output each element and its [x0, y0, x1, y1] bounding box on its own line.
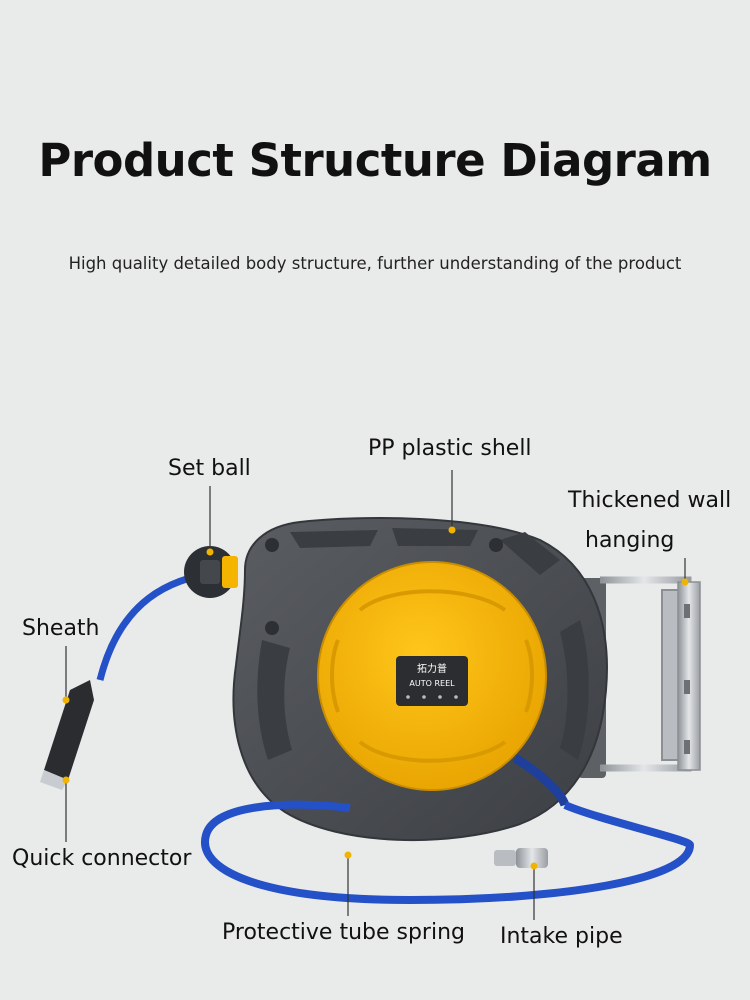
- label-thickened-wall: Thickened wall: [568, 488, 731, 513]
- label-protective-tube-spring: Protective tube spring: [222, 920, 465, 945]
- reel-brand-text: 拓力普: [417, 662, 447, 675]
- label-set-ball: Set ball: [168, 456, 251, 481]
- label-intake-pipe: Intake pipe: [500, 924, 623, 949]
- label-pp-plastic-shell: PP plastic shell: [368, 436, 532, 461]
- label-quick-connector: Quick connector: [12, 846, 191, 871]
- intake-pipe: [494, 848, 548, 868]
- label-hanging: hanging: [585, 528, 674, 553]
- quick-connector: [40, 680, 94, 790]
- label-sheath: Sheath: [22, 616, 100, 641]
- reel-badge-text: AUTO REEL: [409, 679, 455, 688]
- reel-cover: 拓力普 AUTO REEL: [318, 562, 546, 790]
